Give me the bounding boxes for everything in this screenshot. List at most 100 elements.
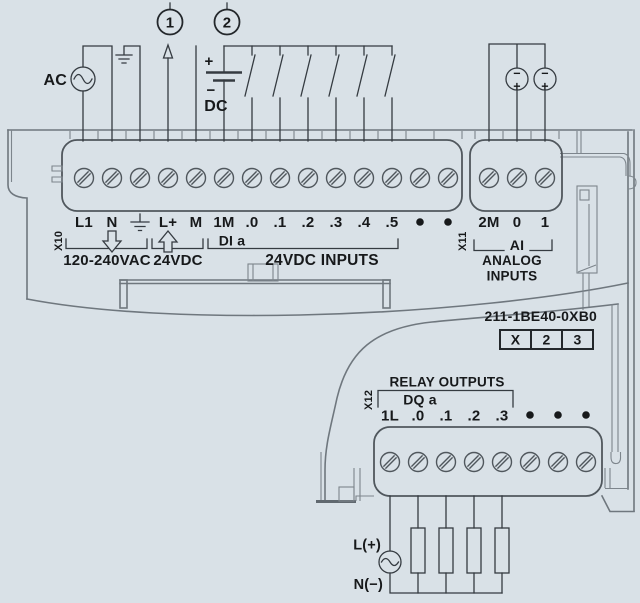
lower-left-clip-foot — [338, 486, 355, 502]
analog-source-minus: − — [513, 67, 521, 81]
caption-ac-range: 120-240VAC — [63, 252, 151, 269]
connector-x11: X11 — [457, 231, 469, 251]
main-block-left-nubs — [51, 165, 63, 183]
screw-terminal — [353, 167, 375, 189]
terminal-label-l1: L1 — [75, 214, 93, 231]
terminal-label-di2: .2 — [302, 214, 315, 231]
ac-supply-wires — [82, 45, 113, 142]
terminal-label-lplus: L+ — [159, 214, 177, 231]
unused-terminal-dot — [526, 411, 534, 419]
load-resistor-icon — [438, 527, 454, 574]
analog-source-minus: − — [541, 67, 549, 81]
screw-terminal — [547, 451, 569, 473]
screw-terminal — [407, 451, 429, 473]
right-slot — [576, 185, 598, 274]
analog-rail — [488, 43, 546, 142]
screw-terminal — [463, 451, 485, 473]
arrow-down-icon — [101, 230, 123, 254]
bracket-ac-group — [65, 238, 148, 250]
right-latch-bump — [627, 175, 637, 190]
terminal-label-1m: 1M — [213, 214, 234, 231]
order-code-boxes — [499, 329, 594, 350]
callout-1-circle — [156, 8, 184, 36]
load-resistor-icon — [494, 527, 510, 574]
screw-terminal — [534, 167, 556, 189]
ac-label: AC — [43, 72, 67, 89]
relay-supply-l-label: L(+) — [353, 538, 381, 554]
group-label-dq: DQ a — [403, 392, 436, 408]
screw-terminal — [381, 167, 403, 189]
screw-terminal — [437, 167, 459, 189]
group-brackets — [65, 213, 590, 419]
callout-2-number: 2 — [223, 15, 232, 32]
wire-slot-ticks — [69, 131, 560, 139]
terminal-label-dq3: .3 — [496, 408, 509, 425]
order-code-2: 2 — [543, 332, 551, 348]
lower-bottom-right-edge — [600, 494, 635, 513]
terminal-label-2m: 2M — [478, 214, 499, 231]
relay-terminal-block — [373, 426, 603, 497]
screw-terminal — [435, 451, 457, 473]
terminal-label-ai1: 1 — [541, 214, 550, 231]
screw-terminals-top — [73, 167, 556, 189]
screw-terminals-relay — [379, 451, 597, 473]
caption-di-inputs: 24VDC INPUTS — [265, 252, 379, 269]
screw-terminal — [129, 167, 151, 189]
lower-left-clip — [353, 468, 374, 501]
terminal-label-dq1: .1 — [440, 408, 453, 425]
order-code-x: X — [511, 332, 521, 348]
screw-terminal — [325, 167, 347, 189]
right-slot-details — [577, 204, 597, 310]
top-wiring — [70, 2, 396, 142]
dc-minus-label: − — [207, 82, 216, 99]
caption-24vdc: 24VDC — [153, 252, 202, 269]
order-code-box — [561, 329, 594, 350]
terminal-label-1l: 1L — [381, 408, 399, 425]
terminal-label-di3: .3 — [330, 214, 343, 231]
center-bar — [119, 279, 391, 285]
relay-supply-n-label: N(−) — [354, 577, 383, 593]
center-bar-post-right — [382, 279, 391, 309]
lower-section-boundary — [324, 303, 619, 502]
screw-terminal — [519, 451, 541, 473]
ground-terminal-icon — [130, 213, 150, 232]
analog-source-icon — [505, 67, 529, 91]
battery-icon — [206, 71, 242, 82]
ac-source-icon — [70, 66, 96, 92]
terminal-blocks — [51, 139, 603, 497]
screw-terminal — [73, 167, 95, 189]
unused-terminal-dot — [444, 218, 452, 226]
relay-load-wiring — [378, 495, 510, 594]
callout-1-number: 1 — [166, 15, 175, 32]
group-label-ai: AI — [510, 237, 524, 253]
terminal-label-ai0: 0 — [513, 214, 522, 231]
analog-wiring — [488, 43, 557, 142]
terminal-label-di0: .0 — [246, 214, 259, 231]
screw-terminal — [241, 167, 263, 189]
center-bar-post-left — [119, 279, 128, 309]
analog-source-icon — [533, 67, 557, 91]
bracket-di-group — [207, 238, 399, 250]
load-wires — [417, 495, 503, 594]
caption-analog-line2: INPUTS — [487, 269, 538, 284]
bracket-dc-group — [151, 238, 204, 250]
housing-bottom-curve-upper — [26, 282, 629, 317]
load-resistor-icon — [410, 527, 426, 574]
right-step-lines — [560, 131, 631, 176]
terminal-label-n: N — [106, 214, 117, 231]
main-terminal-block — [61, 139, 463, 212]
dc-label: DC — [204, 98, 228, 115]
screw-terminal — [409, 167, 431, 189]
connector-x10: X10 — [53, 231, 65, 251]
connector-x12: X12 — [363, 390, 375, 410]
center-bar-tab — [247, 263, 279, 282]
screw-terminal — [269, 167, 291, 189]
arrow-up-icon — [157, 229, 179, 253]
screw-terminal — [297, 167, 319, 189]
sensor-supply-arrow-icon — [162, 43, 174, 59]
sine-wave-icon — [380, 557, 400, 567]
module-housing — [7, 129, 637, 513]
group-label-di: DI a — [219, 233, 245, 249]
part-number: 211-1BE40-0XB0 — [484, 308, 597, 324]
